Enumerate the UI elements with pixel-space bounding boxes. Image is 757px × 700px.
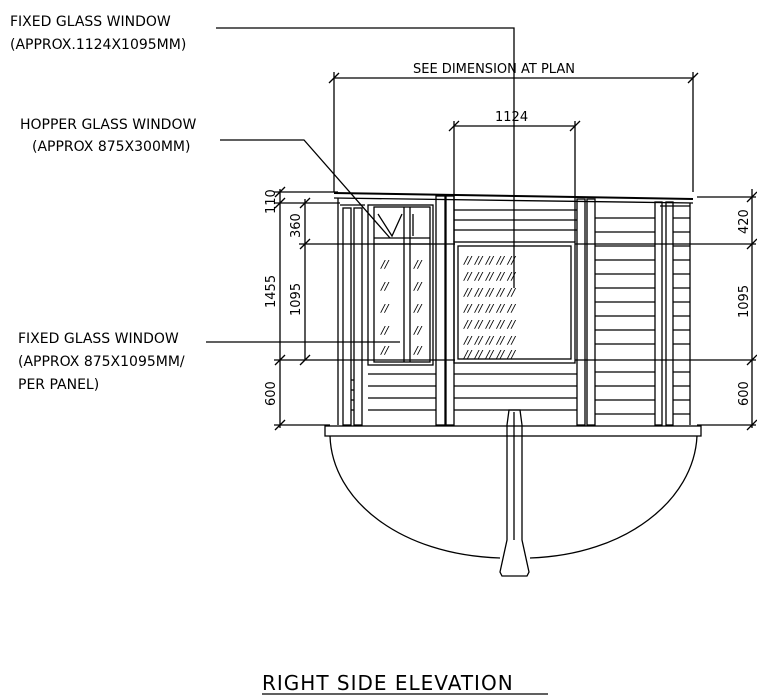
dims-right: 420 1095 600 — [575, 189, 757, 431]
svg-text:// // // // //: // // // // // — [463, 270, 516, 283]
building: // // // // // // // // // // // // // /… — [333, 192, 694, 426]
hull — [324, 409, 702, 577]
dim-right-600: 600 — [737, 381, 752, 406]
dim-1124: 1124 — [448, 110, 581, 242]
svg-text:// // // // //: // // // // // — [463, 254, 516, 267]
glass-hatch-panels: // // // // // // // // // // — [380, 258, 423, 357]
drawing-title: RIGHT SIDE ELEVATION — [262, 671, 514, 695]
label-fixed-panel-3: PER PANEL) — [18, 377, 99, 393]
dim-left-600: 600 — [264, 381, 279, 406]
svg-text://: // — [413, 302, 423, 315]
svg-text:// // // // //: // // // // // — [463, 348, 516, 361]
dim-left-360: 360 — [289, 213, 304, 238]
hopper-opening-symbol — [377, 213, 403, 238]
svg-text:// // // // //: // // // // // — [463, 318, 516, 331]
siding-bottom — [368, 373, 577, 411]
svg-text://: // — [380, 324, 390, 337]
dim-right-420: 420 — [737, 209, 752, 234]
svg-text://: // — [380, 302, 390, 315]
svg-text://: // — [413, 324, 423, 337]
label-fixed-glass-top-1: FIXED GLASS WINDOW — [10, 14, 171, 30]
label-hopper-2: (APPROX 875X300MM) — [32, 139, 190, 155]
left-column-ticks — [351, 379, 354, 411]
dim-right-1095: 1095 — [737, 285, 752, 318]
label-see-dimension: SEE DIMENSION AT PLAN — [413, 62, 575, 77]
label-fixed-panel-1: FIXED GLASS WINDOW — [18, 331, 179, 347]
label-fixed-panel-2: (APPROX 875X1095MM/ — [18, 354, 185, 370]
glass-hatch-large: // // // // // // // // // // // // // /… — [463, 254, 516, 361]
siding-right — [595, 217, 690, 415]
dims-left: 110 360 1455 1095 600 — [264, 186, 455, 431]
dim-left-1095: 1095 — [289, 283, 304, 316]
svg-text://: // — [380, 280, 390, 293]
label-fixed-glass-top-2: (APPROX.1124X1095MM) — [10, 37, 186, 53]
dim-see-plan: SEE DIMENSION AT PLAN — [328, 62, 699, 192]
svg-text:// // // // //: // // // // // — [463, 286, 516, 299]
svg-text:// // // // //: // // // // // — [463, 334, 516, 347]
svg-text://: // — [380, 344, 390, 357]
svg-text://: // — [413, 258, 423, 271]
dim-1124-text: 1124 — [495, 110, 528, 125]
dim-left-1455: 1455 — [264, 275, 279, 308]
siding-top-middle — [454, 209, 577, 231]
svg-text:// // // // //: // // // // // — [463, 302, 516, 315]
dim-left-110: 110 — [264, 189, 279, 214]
svg-text://: // — [413, 280, 423, 293]
svg-text://: // — [413, 344, 423, 357]
label-hopper-1: HOPPER GLASS WINDOW — [20, 117, 196, 133]
svg-text://: // — [380, 258, 390, 271]
leader-fixed-glass-top — [216, 27, 515, 288]
